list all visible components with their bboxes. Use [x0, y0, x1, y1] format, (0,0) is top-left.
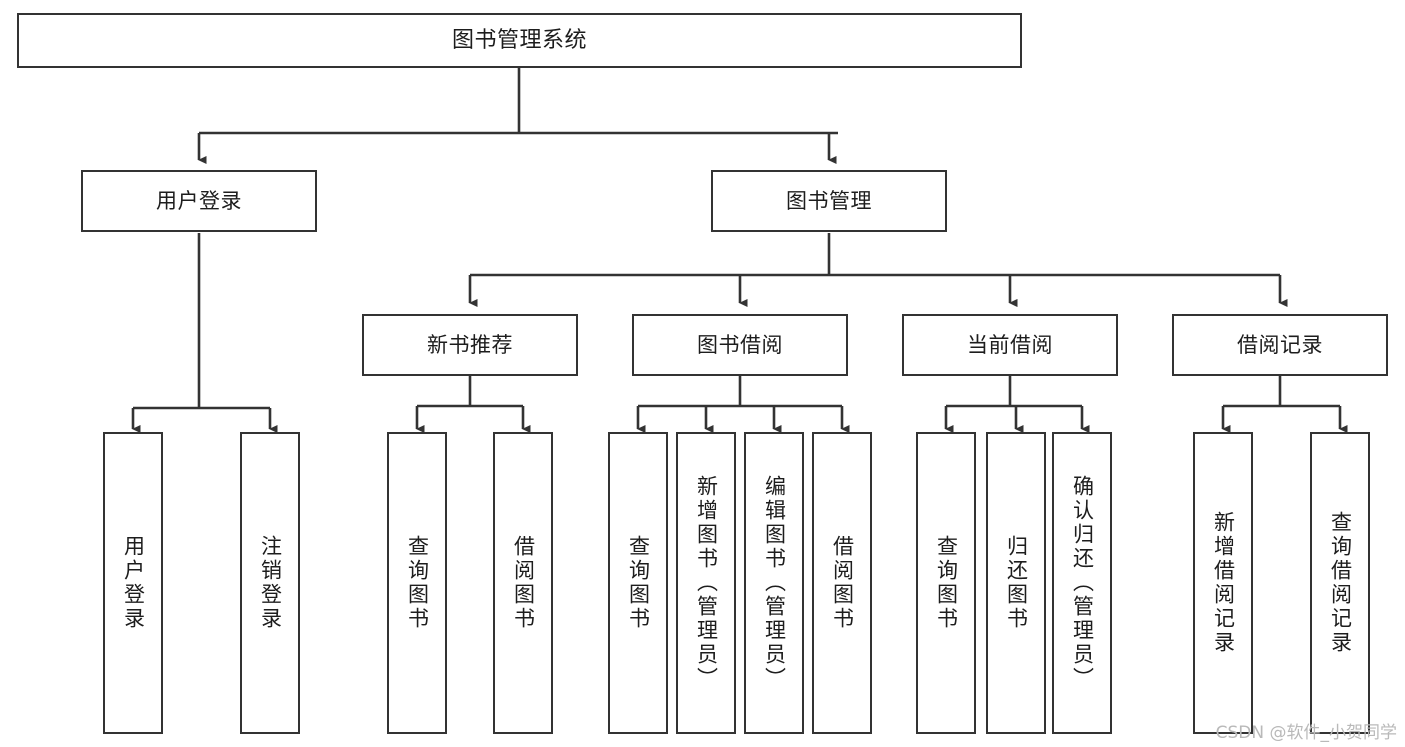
leaf-current-query-book[interactable]: 查询图书 [916, 432, 976, 734]
node-label: 图书借阅 [697, 332, 783, 357]
node-label: 注销登录 [258, 535, 283, 631]
node-label: 借阅记录 [1237, 332, 1323, 357]
node-label: 查询借阅记录 [1328, 511, 1353, 655]
node-borrow-record[interactable]: 借阅记录 [1172, 314, 1388, 376]
leaf-user-login-signout[interactable]: 注销登录 [240, 432, 300, 734]
leaf-recommend-borrow-book[interactable]: 借阅图书 [493, 432, 553, 734]
leaf-borrow-query-book[interactable]: 查询图书 [608, 432, 668, 734]
node-label: 确认归还（管理员） [1070, 475, 1095, 691]
leaf-user-login-signin[interactable]: 用户登录 [103, 432, 163, 734]
node-label: 编辑图书（管理员） [762, 475, 787, 691]
node-current-borrow[interactable]: 当前借阅 [902, 314, 1118, 376]
node-label: 新书推荐 [427, 332, 513, 357]
node-label: 查询图书 [934, 535, 959, 631]
leaf-current-return-book[interactable]: 归还图书 [986, 432, 1046, 734]
leaf-borrow-add-book-admin[interactable]: 新增图书（管理员） [676, 432, 736, 734]
node-book-borrow[interactable]: 图书借阅 [632, 314, 848, 376]
node-label: 查询图书 [626, 535, 651, 631]
leaf-current-confirm-return-admin[interactable]: 确认归还（管理员） [1052, 432, 1112, 734]
leaf-recommend-query-book[interactable]: 查询图书 [387, 432, 447, 734]
node-root-book-management-system[interactable]: 图书管理系统 [17, 13, 1022, 68]
node-book-management[interactable]: 图书管理 [711, 170, 947, 232]
node-label: 借阅图书 [830, 535, 855, 631]
node-label: 归还图书 [1004, 535, 1029, 631]
node-label: 图书管理 [786, 188, 872, 213]
node-label: 当前借阅 [967, 332, 1053, 357]
node-new-book-recommend[interactable]: 新书推荐 [362, 314, 578, 376]
leaf-record-query-borrow-record[interactable]: 查询借阅记录 [1310, 432, 1370, 734]
node-label: 用户登录 [121, 535, 146, 631]
node-label: 新增图书（管理员） [694, 475, 719, 691]
leaf-borrow-borrow-book[interactable]: 借阅图书 [812, 432, 872, 734]
leaf-record-add-borrow-record[interactable]: 新增借阅记录 [1193, 432, 1253, 734]
node-label: 新增借阅记录 [1211, 511, 1236, 655]
node-label: 图书管理系统 [451, 27, 587, 53]
node-label: 借阅图书 [511, 535, 536, 631]
node-label: 查询图书 [405, 535, 430, 631]
node-user-login[interactable]: 用户登录 [81, 170, 317, 232]
leaf-borrow-edit-book-admin[interactable]: 编辑图书（管理员） [744, 432, 804, 734]
watermark-text: CSDN @软件_小贺同学 [1215, 723, 1397, 743]
node-label: 用户登录 [156, 188, 242, 213]
